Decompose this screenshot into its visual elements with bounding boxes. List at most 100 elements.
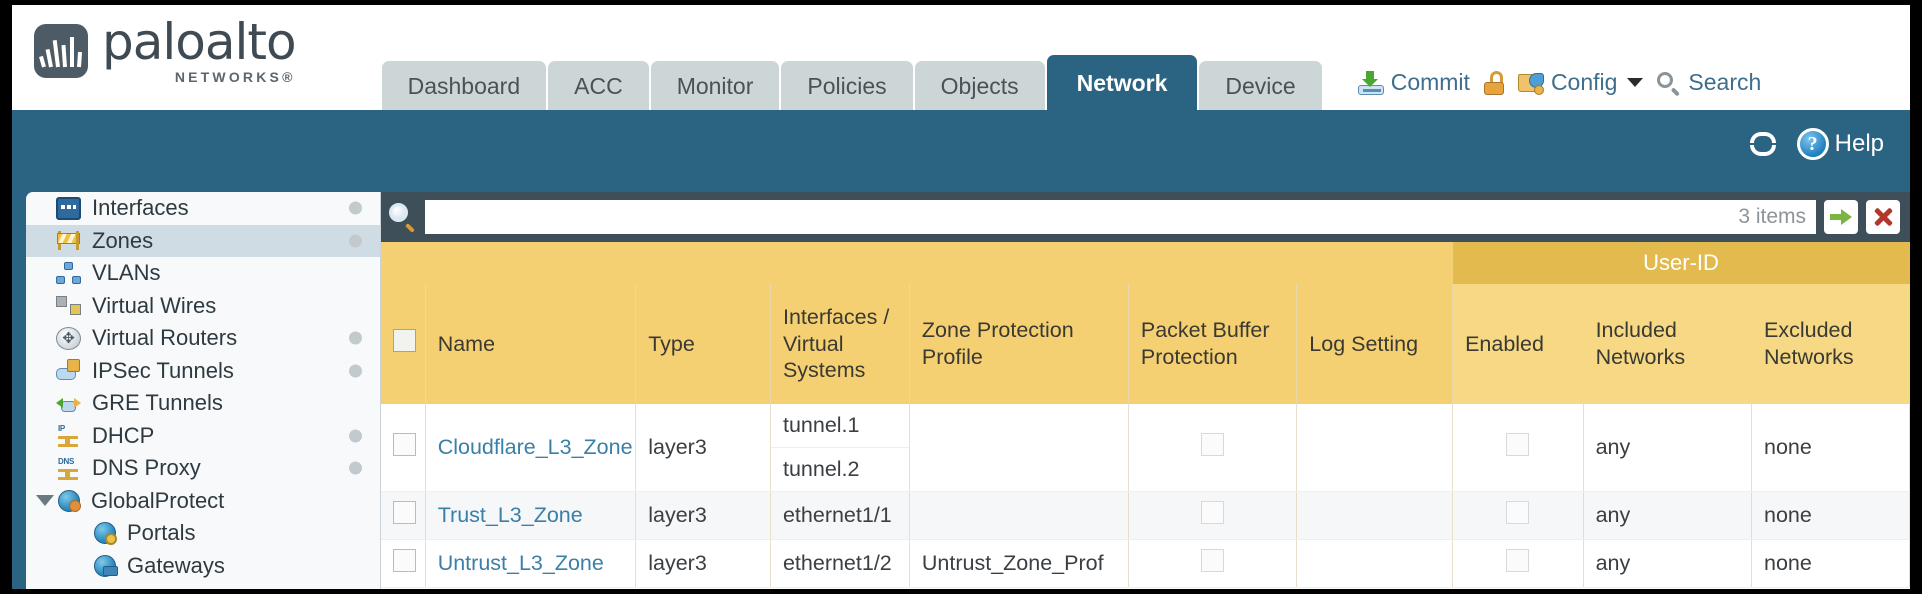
table-header-row: Name Type Interfaces / Virtual Systems Z… <box>381 284 1910 404</box>
virtual-wires-icon <box>56 294 81 317</box>
sidebar-item-gateways[interactable]: Gateways <box>26 550 380 583</box>
sidebar-item-portals[interactable]: Portals <box>26 517 380 550</box>
status-dot <box>349 234 362 248</box>
row-checkbox[interactable] <box>393 433 416 456</box>
col-included-networks[interactable]: Included Networks <box>1583 284 1753 404</box>
sidebar-nav: Interfaces Zones VLANs Virtual Wires <box>26 192 381 589</box>
sidebar-item-label: Virtual Routers <box>92 325 238 351</box>
table-row[interactable]: Untrust_L3_Zone layer3 ethernet1/2 Untru… <box>381 539 1910 588</box>
table-row[interactable]: Trust_L3_Zone layer3 ethernet1/1 any <box>381 491 1910 540</box>
vlans-icon <box>56 261 81 285</box>
cell-name: Untrust_L3_Zone <box>425 539 637 588</box>
tab-objects[interactable]: Objects <box>914 60 1045 110</box>
status-dot <box>349 364 362 378</box>
top-header: paloalto NETWORKS® Dashboard ACC Monitor… <box>12 5 1910 110</box>
row-checkbox[interactable] <box>393 501 416 524</box>
status-dot <box>349 429 362 443</box>
zone-link[interactable]: Untrust_L3_Zone <box>437 551 604 575</box>
tab-policies[interactable]: Policies <box>781 60 913 110</box>
gre-tunnels-icon <box>56 392 81 415</box>
user-id-enabled-checkbox[interactable] <box>1506 501 1530 524</box>
filter-toolbar: 3 items <box>381 192 1910 242</box>
col-name[interactable]: Name <box>425 284 637 404</box>
help-button[interactable]: ? Help <box>1796 128 1884 160</box>
row-checkbox[interactable] <box>393 549 416 572</box>
config-menu[interactable]: Config <box>1517 69 1644 96</box>
commit-label: Commit <box>1390 69 1470 95</box>
dhcp-icon: IP <box>56 424 81 448</box>
col-packet-buffer-protection[interactable]: Packet Buffer Protection <box>1128 284 1298 404</box>
commit-icon <box>1357 70 1384 95</box>
green-arrow-icon <box>1830 209 1852 225</box>
clear-filter-button[interactable] <box>1866 200 1900 234</box>
col-type[interactable]: Type <box>635 284 771 404</box>
filter-search-input[interactable]: 3 items <box>425 200 1816 234</box>
sidebar-item-gre-tunnels[interactable]: GRE Tunnels <box>26 387 380 420</box>
brand-logo[interactable]: paloalto NETWORKS® <box>34 17 297 85</box>
lock-button[interactable] <box>1483 70 1504 95</box>
cell-user-id-enabled <box>1452 491 1584 540</box>
table-row[interactable]: Cloudflare_L3_Zone layer3 tunnel.1 tunne… <box>381 404 1910 492</box>
item-count-label: 3 items <box>1738 205 1806 228</box>
filter-search-icon[interactable] <box>387 202 417 233</box>
brand-subtitle: NETWORKS® <box>174 69 296 85</box>
group-header-spacer <box>381 242 1453 284</box>
sidebar-item-ipsec-tunnels[interactable]: IPSec Tunnels <box>26 355 380 388</box>
user-id-enabled-checkbox[interactable] <box>1506 549 1530 572</box>
brand-wordmark: paloalto NETWORKS® <box>102 17 297 85</box>
help-icon: ? <box>1796 128 1829 160</box>
packet-buffer-checkbox[interactable] <box>1201 433 1225 456</box>
tab-acc[interactable]: ACC <box>548 60 649 110</box>
sidebar-item-interfaces[interactable]: Interfaces <box>26 192 380 225</box>
packet-buffer-checkbox[interactable] <box>1201 501 1225 524</box>
col-excluded-networks[interactable]: Excluded Networks <box>1751 284 1910 404</box>
header-actions: Commit Config Search <box>1357 69 1762 97</box>
refresh-icon[interactable] <box>1747 130 1781 158</box>
paloalto-logo-icon <box>34 23 88 78</box>
cell-zone-protection-profile: Untrust_Zone_Prof <box>909 539 1129 588</box>
cell-included-networks: any <box>1583 539 1753 588</box>
col-zone-protection-profile[interactable]: Zone Protection Profile <box>909 284 1129 404</box>
packet-buffer-checkbox[interactable] <box>1201 549 1225 572</box>
col-interfaces[interactable]: Interfaces / Virtual Systems <box>770 284 910 404</box>
user-id-enabled-checkbox[interactable] <box>1506 433 1530 456</box>
zone-link[interactable]: Cloudflare_L3_Zone <box>437 435 633 459</box>
sidebar-item-vlans[interactable]: VLANs <box>26 257 380 290</box>
sidebar-item-virtual-routers[interactable]: Virtual Routers <box>26 322 380 355</box>
table-body: Cloudflare_L3_Zone layer3 tunnel.1 tunne… <box>381 404 1910 589</box>
sidebar-item-globalprotect[interactable]: GlobalProtect <box>26 485 380 518</box>
chevron-down-icon[interactable] <box>36 495 54 507</box>
tab-dashboard[interactable]: Dashboard <box>381 60 547 110</box>
cell-log-setting <box>1296 539 1454 588</box>
status-dot <box>349 331 362 345</box>
cell-packet-buffer-protection <box>1128 539 1298 588</box>
commit-button[interactable]: Commit <box>1357 69 1470 96</box>
sub-toolbar: ? Help <box>12 110 1910 178</box>
cell-included-networks: any <box>1583 491 1753 540</box>
apply-filter-button[interactable] <box>1824 200 1858 234</box>
globalprotect-icon <box>58 489 81 512</box>
col-enabled[interactable]: Enabled <box>1452 284 1584 404</box>
select-all-checkbox[interactable] <box>393 329 416 353</box>
gateways-icon <box>94 554 118 577</box>
cell-zone-protection-profile <box>909 404 1129 492</box>
search-button[interactable]: Search <box>1657 69 1762 97</box>
zones-table: User-ID Name Type Interfaces / Virtual S… <box>381 242 1910 589</box>
tab-network[interactable]: Network <box>1046 54 1198 110</box>
sidebar-item-virtual-wires[interactable]: Virtual Wires <box>26 290 380 323</box>
cell-log-setting <box>1296 404 1454 492</box>
cell-user-id-enabled <box>1452 539 1584 588</box>
red-x-icon <box>1873 207 1893 227</box>
dns-proxy-icon: DNS <box>56 457 81 480</box>
cell-interfaces: tunnel.1 tunnel.2 <box>770 404 910 492</box>
sidebar-item-dns-proxy[interactable]: DNS DNS Proxy <box>26 452 380 485</box>
tab-monitor[interactable]: Monitor <box>650 60 780 110</box>
tab-device[interactable]: Device <box>1199 60 1322 110</box>
sidebar-item-dhcp[interactable]: IP DHCP <box>26 420 380 453</box>
zone-link[interactable]: Trust_L3_Zone <box>437 503 583 527</box>
row-select-cell <box>381 404 426 492</box>
sidebar-item-zones[interactable]: Zones <box>26 224 380 257</box>
search-label: Search <box>1688 69 1762 95</box>
col-log-setting[interactable]: Log Setting <box>1296 284 1454 404</box>
cell-log-setting <box>1296 491 1454 540</box>
